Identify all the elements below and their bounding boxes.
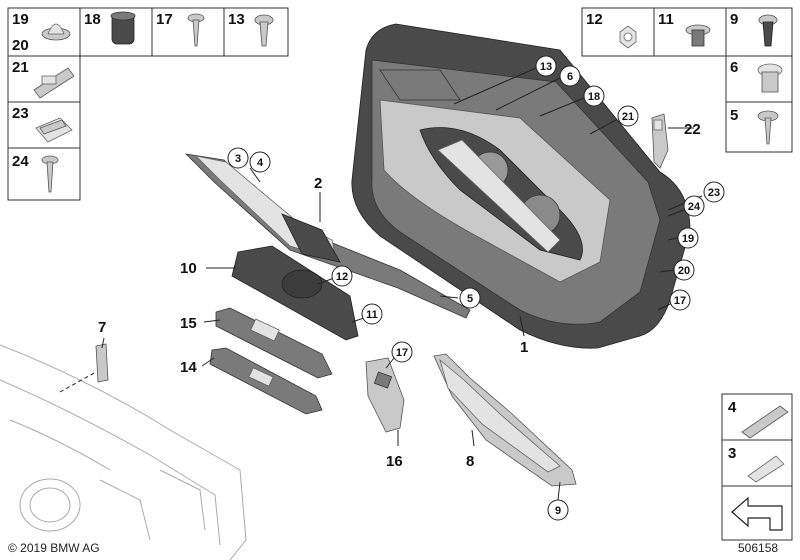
- callout-17-panel: 17: [669, 289, 691, 311]
- svg-text:21: 21: [622, 111, 634, 123]
- svg-text:10: 10: [180, 260, 197, 277]
- callout-5: 5: [459, 287, 481, 309]
- callout-9: 9: [547, 499, 569, 521]
- clip-23: [35, 117, 73, 143]
- fastener-label-23: 23: [12, 105, 29, 122]
- bracket-4: [741, 405, 789, 439]
- fastener-label-11: 11: [658, 11, 674, 28]
- label-8: 8: [466, 453, 474, 470]
- fastener-label-4: 4: [728, 399, 737, 416]
- svg-text:6: 6: [567, 71, 573, 83]
- callout-21: 21: [617, 105, 639, 127]
- svg-text:5: 5: [467, 293, 473, 305]
- svg-text:14: 14: [180, 359, 197, 376]
- svg-text:20: 20: [678, 265, 690, 277]
- trim-strip-2: [184, 153, 471, 319]
- svg-text:24: 24: [688, 201, 701, 213]
- copyright-text: © 2019 BMW AG: [8, 541, 100, 555]
- door-trim-panel: [351, 23, 691, 349]
- screw-24: [41, 155, 59, 193]
- svg-text:7: 7: [98, 319, 106, 336]
- callout-23: 23: [703, 181, 725, 203]
- svg-text:12: 12: [336, 271, 348, 283]
- svg-text:22: 22: [684, 121, 701, 138]
- screw-13: [254, 14, 274, 47]
- fastener-grid-left: 19 20 18 17 13 21 23 2: [7, 7, 289, 201]
- callout-3: 3: [227, 147, 249, 169]
- direction-arrow-icon: [731, 496, 783, 531]
- switch-panel-14: [209, 347, 323, 415]
- clip-22: [651, 113, 669, 169]
- label-22: 22: [684, 121, 701, 138]
- label-2: 2: [314, 175, 322, 192]
- screw-5: [757, 110, 779, 145]
- cover-16: [365, 357, 405, 433]
- callout-13: 13: [535, 55, 557, 77]
- speed-nut-12: [619, 25, 637, 49]
- bracket-3: [747, 455, 785, 483]
- svg-text:8: 8: [466, 453, 474, 470]
- callout-17-cover: 17: [391, 341, 413, 363]
- callout-18: 18: [583, 85, 605, 107]
- clip-6: [757, 63, 783, 93]
- label-16: 16: [386, 453, 403, 470]
- callout-24: 24: [683, 195, 705, 217]
- armrest-8: [433, 353, 577, 487]
- clip-21: [33, 67, 75, 99]
- bracket-7: [95, 343, 109, 383]
- svg-text:18: 18: [588, 91, 600, 103]
- svg-text:4: 4: [257, 157, 264, 169]
- fastener-label-19: 19: [12, 11, 29, 28]
- label-10: 10: [180, 260, 197, 277]
- svg-text:17: 17: [396, 347, 408, 359]
- fastener-label-13: 13: [228, 11, 245, 28]
- fastener-grid-right: 12 11 9 6 5: [581, 7, 793, 153]
- callout-11: 11: [361, 303, 383, 325]
- callout-20: 20: [673, 259, 695, 281]
- fastener-label-3: 3: [728, 445, 736, 462]
- label-1: 1: [520, 339, 528, 356]
- grommet-19-20: [41, 23, 71, 41]
- fastener-label-18: 18: [84, 11, 101, 28]
- svg-text:3: 3: [235, 153, 241, 165]
- fastener-label-24: 24: [12, 153, 29, 170]
- fastener-label-6: 6: [730, 59, 738, 76]
- svg-text:17: 17: [674, 295, 686, 307]
- label-14: 14: [180, 359, 197, 376]
- fastener-label-21: 21: [12, 59, 29, 76]
- svg-text:9: 9: [555, 505, 561, 517]
- label-15: 15: [180, 315, 197, 332]
- label-7: 7: [98, 319, 106, 336]
- svg-text:2: 2: [314, 175, 322, 192]
- door-frame-ghost: [0, 344, 247, 560]
- fastener-grid-bottom-right: 4 3: [721, 393, 793, 541]
- fastener-label-20: 20: [12, 37, 29, 54]
- screw-17: [187, 13, 205, 47]
- svg-text:16: 16: [386, 453, 403, 470]
- fastener-label-12: 12: [586, 11, 603, 28]
- rubber-plug-18: [110, 11, 136, 45]
- expanding-rivet-9: [758, 14, 778, 47]
- svg-text:13: 13: [540, 61, 552, 73]
- diagram-number: 506158: [738, 541, 778, 555]
- fastener-label-5: 5: [730, 107, 738, 124]
- svg-text:23: 23: [708, 187, 720, 199]
- callout-12: 12: [331, 265, 353, 287]
- clip-nut-11: [685, 24, 711, 47]
- svg-text:11: 11: [366, 309, 378, 321]
- callout-19: 19: [677, 227, 699, 249]
- svg-text:15: 15: [180, 315, 197, 332]
- fastener-label-17: 17: [156, 11, 173, 28]
- fastener-label-9: 9: [730, 11, 738, 28]
- callout-4: 4: [249, 151, 271, 173]
- speaker-grille-10: [231, 245, 359, 341]
- callout-6: 6: [559, 65, 581, 87]
- svg-text:1: 1: [520, 339, 528, 356]
- switch-panel-15: [215, 307, 333, 379]
- svg-text:19: 19: [682, 233, 694, 245]
